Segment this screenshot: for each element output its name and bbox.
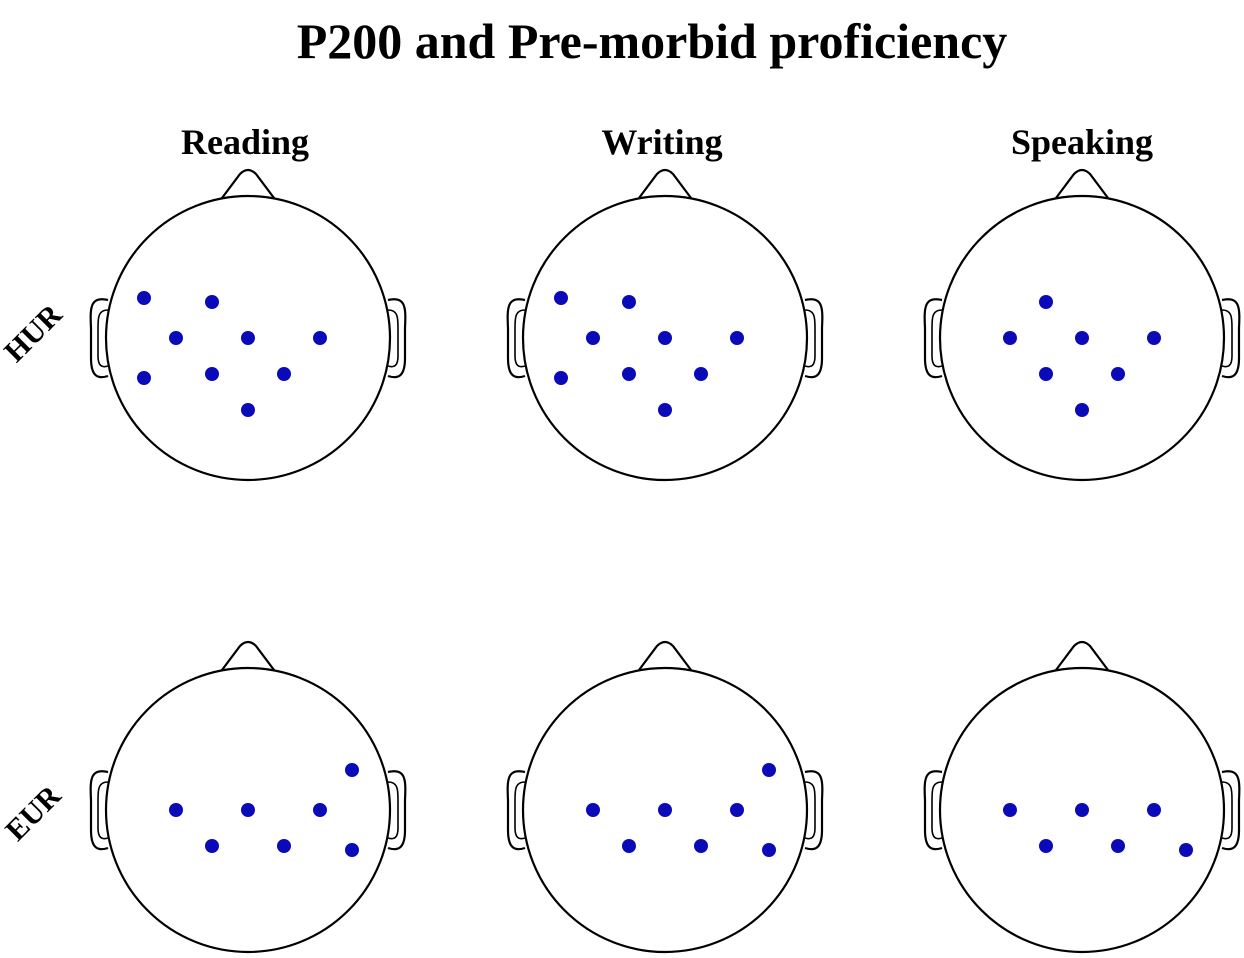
electrode-fc3 xyxy=(586,331,600,345)
electrode-cz xyxy=(1039,839,1053,853)
column-header-reading: Reading xyxy=(181,122,309,162)
electrode-cpz xyxy=(241,403,255,417)
electrode-fz xyxy=(622,295,636,309)
nose-icon xyxy=(1055,168,1109,199)
right-ear-icon xyxy=(387,770,407,851)
row-label-hur: HUR xyxy=(0,298,69,369)
electrode-cpz xyxy=(1075,403,1089,417)
electrode-fcz xyxy=(658,331,672,345)
left-ear-icon xyxy=(923,770,943,851)
electrode-c3 xyxy=(137,371,151,385)
electrode-fcz xyxy=(658,803,672,817)
electrode-fc3 xyxy=(169,803,183,817)
left-ear-inner-icon xyxy=(97,309,109,368)
electrode-fc3 xyxy=(169,331,183,345)
left-ear-icon xyxy=(89,298,109,379)
right-ear-icon xyxy=(1221,298,1241,379)
right-ear-inner-icon xyxy=(804,781,816,840)
electrode-cz xyxy=(622,367,636,381)
head-map-eur-reading xyxy=(89,640,407,954)
electrode-cz xyxy=(205,367,219,381)
left-ear-icon xyxy=(89,770,109,851)
head-map-hur-speaking xyxy=(923,168,1241,482)
electrode-fc4 xyxy=(313,331,327,345)
electrode-fcz xyxy=(1075,331,1089,345)
right-ear-inner-icon xyxy=(1221,309,1233,368)
head-map-hur-reading xyxy=(89,168,407,482)
electrode-c4 xyxy=(1111,367,1125,381)
left-ear-inner-icon xyxy=(514,781,526,840)
electrode-fc4 xyxy=(730,331,744,345)
electrode-c4 xyxy=(277,367,291,381)
electrode-fcz xyxy=(241,803,255,817)
right-ear-inner-icon xyxy=(387,309,399,368)
electrode-t8 xyxy=(762,843,776,857)
column-header-writing: Writing xyxy=(601,122,722,162)
electrode-cz xyxy=(1039,367,1053,381)
electrode-fc4 xyxy=(1147,331,1161,345)
head-map-eur-speaking xyxy=(923,640,1241,954)
figure-title: P200 and Pre-morbid proficiency xyxy=(297,13,1008,69)
electrode-cz xyxy=(622,839,636,853)
electrode-f3 xyxy=(137,291,151,305)
head-map-eur-writing xyxy=(506,640,824,954)
electrode-fc4 xyxy=(313,803,327,817)
left-ear-inner-icon xyxy=(931,309,943,368)
electrode-fc3 xyxy=(586,803,600,817)
electrode-c4 xyxy=(1111,839,1125,853)
left-ear-inner-icon xyxy=(514,309,526,368)
head-map-hur-writing xyxy=(506,168,824,482)
electrode-fcz xyxy=(1075,803,1089,817)
electrode-f8 xyxy=(762,763,776,777)
electrode-fc4 xyxy=(1147,803,1161,817)
electrode-f3 xyxy=(554,291,568,305)
right-ear-inner-icon xyxy=(1221,781,1233,840)
electrode-c4 xyxy=(277,839,291,853)
electrode-c4 xyxy=(694,839,708,853)
nose-icon xyxy=(1055,640,1109,671)
left-ear-inner-icon xyxy=(97,781,109,840)
electrode-fz xyxy=(205,295,219,309)
nose-icon xyxy=(221,168,275,199)
electrode-cz xyxy=(205,839,219,853)
electrode-cpz xyxy=(658,403,672,417)
right-ear-icon xyxy=(1221,770,1241,851)
left-ear-inner-icon xyxy=(931,781,943,840)
electrode-t8 xyxy=(1179,843,1193,857)
electrode-fc3 xyxy=(1003,803,1017,817)
left-ear-icon xyxy=(506,298,526,379)
row-label-eur: EUR xyxy=(0,779,68,847)
electrode-fz xyxy=(1039,295,1053,309)
left-ear-icon xyxy=(923,298,943,379)
electrode-fcz xyxy=(241,331,255,345)
head-maps xyxy=(89,168,1241,954)
electrode-c4 xyxy=(694,367,708,381)
column-header-speaking: Speaking xyxy=(1011,122,1153,162)
electrode-c3 xyxy=(554,371,568,385)
nose-icon xyxy=(638,168,692,199)
right-ear-inner-icon xyxy=(387,781,399,840)
right-ear-icon xyxy=(804,298,824,379)
right-ear-icon xyxy=(387,298,407,379)
electrode-f8 xyxy=(345,763,359,777)
electrode-t8 xyxy=(345,843,359,857)
left-ear-icon xyxy=(506,770,526,851)
right-ear-inner-icon xyxy=(804,309,816,368)
electrode-fc3 xyxy=(1003,331,1017,345)
right-ear-icon xyxy=(804,770,824,851)
nose-icon xyxy=(221,640,275,671)
electrode-fc4 xyxy=(730,803,744,817)
nose-icon xyxy=(638,640,692,671)
